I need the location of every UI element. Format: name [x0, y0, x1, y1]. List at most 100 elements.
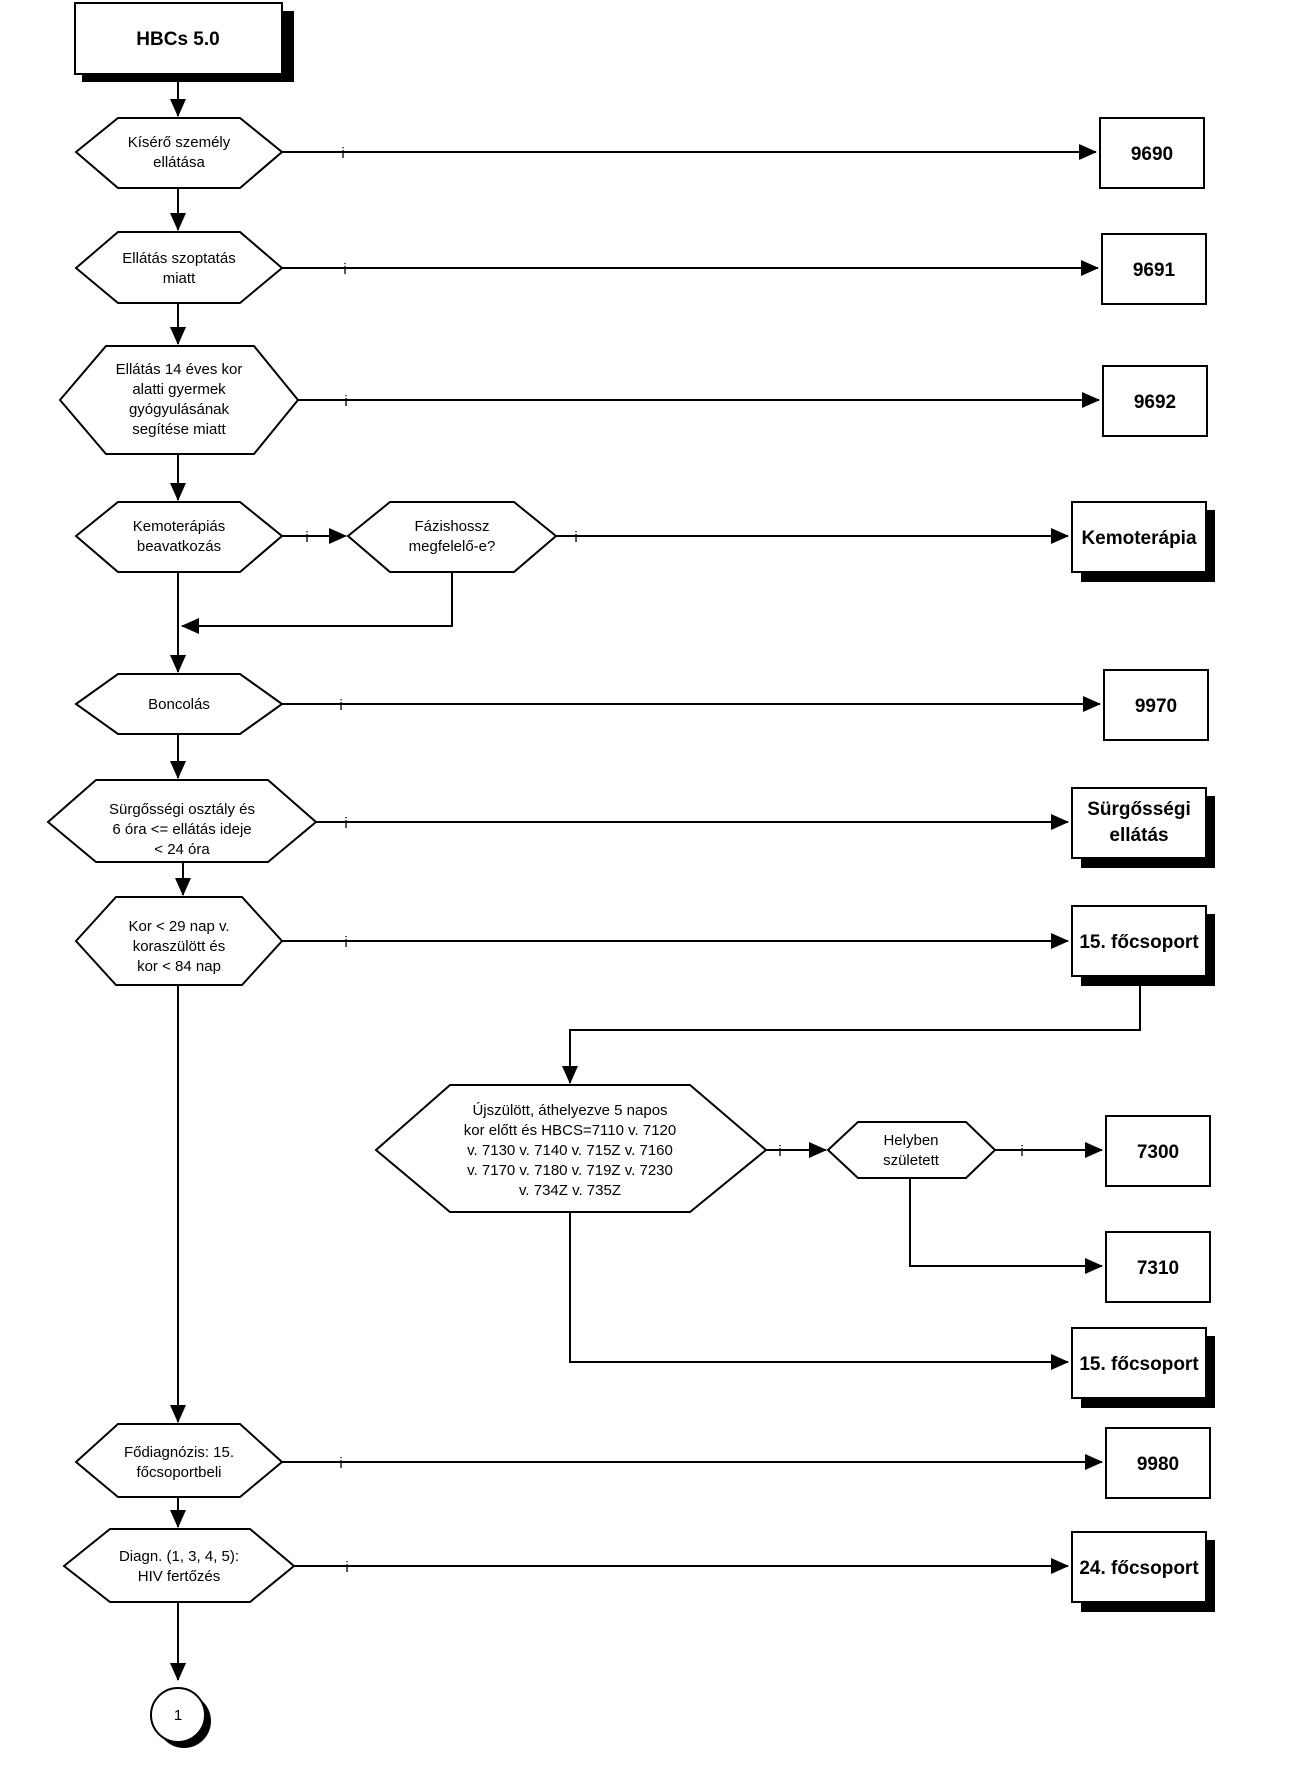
outcome-text: 24. főcsoport: [1079, 1558, 1199, 1579]
text-line: 6 óra <= ellátás ideje: [112, 821, 251, 838]
outcome-9690: 9690: [1099, 117, 1205, 189]
outcome-text: 9692: [1134, 392, 1176, 413]
text-line: v. 7130 v. 7140 v. 715Z v. 7160: [467, 1142, 673, 1159]
yes-label: i: [344, 815, 347, 832]
outcome-24-focsoport: 24. főcsoport: [1071, 1531, 1215, 1612]
text-line: Kísérő személy: [128, 134, 231, 151]
text-line: Sürgősségi: [1087, 799, 1190, 820]
text-line: Fődiagnózis: 15.: [124, 1444, 234, 1461]
text-line: Fázishossz: [414, 518, 489, 535]
outcome-surgossegi-ellatas: Sürgősségi ellátás: [1071, 787, 1215, 868]
text-line: Sürgősségi osztály és: [109, 801, 255, 818]
yes-label: i: [1020, 1143, 1023, 1160]
outcome-text: 15. főcsoport: [1079, 932, 1199, 953]
decision-kisero: Kísérő személy ellátása: [74, 117, 284, 189]
text-line: kor előtt és HBCS=7110 v. 7120: [464, 1122, 676, 1139]
text-line: 24. főcsoport: [1079, 1558, 1199, 1579]
text-line: 7310: [1137, 1258, 1179, 1279]
yes-label: i: [344, 393, 347, 410]
yes-label: i: [344, 934, 347, 951]
decision-boncolas: Boncolás: [74, 673, 284, 735]
decision-kor: Kor < 29 nap v. koraszülött és kor < 84 na…: [74, 896, 284, 986]
text-line: Diagn. (1, 3, 4, 5):: [119, 1548, 239, 1565]
text-line: koraszülött és: [133, 938, 226, 955]
decision-fazis: Fázishossz megfelelő-e?: [346, 501, 558, 573]
text-line: beavatkozás: [137, 538, 221, 555]
outcome-text: 9691: [1133, 260, 1176, 281]
yes-label: i: [341, 145, 344, 162]
decision-text: Kemoterápiás beavatkozás: [133, 518, 226, 555]
outcome-text: 7310: [1137, 1258, 1179, 1279]
text-line: született: [883, 1152, 940, 1169]
text-line: 15. főcsoport: [1079, 932, 1199, 953]
outcome-text: 9970: [1135, 696, 1177, 717]
outcome-7300: 7300: [1105, 1115, 1211, 1187]
outcome-15-focsoport-b: 15. főcsoport: [1071, 1327, 1215, 1408]
text-line: Ellátás szoptatás: [122, 250, 235, 267]
outcome-kemoterapia: Kemoterápia: [1071, 501, 1215, 582]
yes-label: i: [305, 529, 308, 546]
decision-text: Kísérő személy ellátása: [128, 134, 231, 171]
decision-text: Sürgősségi osztály és 6 óra <= ellátás id…: [109, 801, 255, 858]
text-line: 9691: [1133, 260, 1176, 281]
decision-text: Ellátás 14 éves kor alatti gyermek gyógyul…: [116, 361, 243, 438]
yes-label: i: [345, 1559, 348, 1576]
text-line: Boncolás: [148, 696, 210, 713]
decision-fodiag: Fődiagnózis: 15. főcsoportbeli: [74, 1423, 284, 1498]
text-line: 7300: [1137, 1142, 1179, 1163]
text-line: gyógyulásának: [129, 401, 230, 418]
text-line: < 24 óra: [154, 841, 210, 858]
outcome-7310: 7310: [1105, 1231, 1211, 1303]
text-line: megfelelő-e?: [409, 538, 496, 555]
outcome-text: 9980: [1137, 1454, 1179, 1475]
outcome-9692: 9692: [1102, 365, 1208, 437]
text-line: Kemoterápiás: [133, 518, 226, 535]
outcome-9970: 9970: [1103, 669, 1209, 741]
start-label: HBCs 5.0: [136, 29, 219, 50]
decision-gyermek: Ellátás 14 éves kor alatti gyermek gyógyul…: [58, 345, 300, 455]
yes-label: i: [339, 697, 342, 714]
text-line: HIV fertőzés: [138, 1568, 221, 1585]
text-line: ellátása: [153, 154, 205, 171]
decision-text: Diagn. (1, 3, 4, 5): HIV fertőzés: [119, 1548, 239, 1585]
connector-lines: [170, 80, 1141, 1681]
outcome-text: Kemoterápia: [1081, 528, 1197, 549]
decision-text: Fődiagnózis: 15. főcsoportbeli: [124, 1444, 234, 1481]
text-line: főcsoportbeli: [136, 1464, 221, 1481]
text-line: alatti gyermek: [132, 381, 226, 398]
text-line: Ellátás 14 éves kor: [116, 361, 243, 378]
page-connector: 1: [150, 1687, 211, 1748]
decision-surgossegi: Sürgősségi osztály és 6 óra <= ellátás id…: [46, 779, 318, 863]
yes-label: i: [778, 1143, 781, 1160]
yes-label: i: [343, 261, 346, 278]
outcome-15-focsoport-a: 15. főcsoport: [1071, 905, 1215, 986]
decision-text: Kor < 29 nap v. koraszülött és kor < 84 na…: [128, 918, 229, 975]
text-line: 9970: [1135, 696, 1177, 717]
decision-kemo: Kemoterápiás beavatkozás: [74, 501, 284, 573]
text-line: kor < 84 nap: [137, 958, 221, 975]
yes-labels: i i i i i i i i i i i i: [305, 145, 1023, 1576]
text-line: ellátás: [1109, 825, 1168, 846]
outcome-9980: 9980: [1105, 1427, 1211, 1499]
text-line: 9690: [1131, 144, 1173, 165]
yes-label: i: [574, 529, 577, 546]
connector-label: 1: [174, 1707, 182, 1724]
decision-text: Fázishossz megfelelő-e?: [409, 518, 496, 555]
outcome-text: 9690: [1131, 144, 1173, 165]
outcome-9691: 9691: [1101, 233, 1207, 305]
start-box: HBCs 5.0: [74, 2, 294, 82]
text-line: 9980: [1137, 1454, 1179, 1475]
text-line: segítése miatt: [132, 421, 226, 438]
yes-label: i: [339, 1455, 342, 1472]
outcome-text: 7300: [1137, 1142, 1179, 1163]
decision-text: Boncolás: [148, 696, 210, 713]
text-line: Kor < 29 nap v.: [128, 918, 229, 935]
outcome-text: Sürgősségi ellátás: [1087, 799, 1190, 846]
